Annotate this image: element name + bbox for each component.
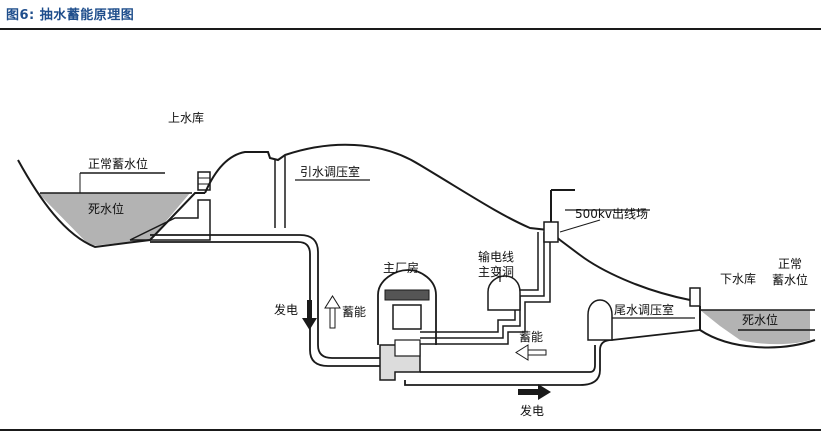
- top-rule: [0, 28, 821, 30]
- generate-arrow-right: [518, 384, 551, 400]
- cable-gallery: [420, 232, 539, 333]
- label-normal-level-lower-2: 蓄水位: [772, 272, 808, 287]
- store-arrow-left: [515, 344, 547, 361]
- label-generate-bottom: 发电: [520, 403, 544, 418]
- tailrace-surge-chamber: [587, 299, 613, 341]
- label-lower-reservoir: 下水库: [720, 271, 756, 286]
- lower-outlet-tower: [689, 287, 701, 307]
- mountain-profile: [204, 143, 691, 301]
- label-dead-level-lower: 死水位: [742, 312, 778, 327]
- headrace-tunnel: [150, 234, 395, 359]
- bottom-rule: [0, 429, 821, 431]
- main-transformer-cavern: [487, 275, 521, 311]
- label-store-left: 蓄能: [342, 305, 366, 319]
- cable-gallery-3: [420, 232, 551, 345]
- label-generate-left: 发电: [274, 302, 298, 317]
- intake-channel: [129, 199, 211, 241]
- label-main-transformer: 主变洞: [478, 264, 514, 279]
- label-transmission-line: 输电线: [478, 249, 514, 264]
- upper-reservoir-basin: [17, 159, 205, 249]
- upper-reservoir-water: [38, 193, 190, 246]
- generate-arrow-down: [302, 300, 317, 330]
- label-store-right: 蓄能: [519, 330, 543, 344]
- tailrace-tunnel-inner: [420, 345, 596, 373]
- figure-title: 图6: 抽水蓄能原理图: [6, 8, 135, 23]
- label-normal-level-upper: 正常蓄水位: [88, 156, 148, 171]
- tailrace-tunnel: [404, 329, 701, 386]
- label-powerhouse: 主厂房: [383, 260, 419, 275]
- cable-gallery-2: [420, 232, 545, 339]
- headrace-tunnel-inner: [150, 241, 395, 367]
- label-tailrace-surge: 尾水调压室: [614, 302, 674, 317]
- label-upper-reservoir: 上水库: [168, 110, 204, 125]
- label-outgoing-yard: 500kv出线场: [575, 207, 648, 221]
- lower-reservoir-water: [700, 310, 810, 345]
- label-headrace-surge: 引水调压室: [300, 164, 360, 179]
- label-dead-level-upper: 死水位: [88, 201, 124, 216]
- label-normal-level-lower-1: 正常: [778, 257, 802, 271]
- powerhouse-crane: [384, 289, 430, 301]
- outgoing-yard-building: [543, 221, 559, 243]
- powerhouse-unit: [392, 304, 422, 330]
- store-arrow-up: [324, 295, 341, 329]
- lower-reservoir-basin: [699, 306, 816, 349]
- outgoing-yard-wire: [559, 219, 601, 233]
- turbine-block: [394, 339, 421, 357]
